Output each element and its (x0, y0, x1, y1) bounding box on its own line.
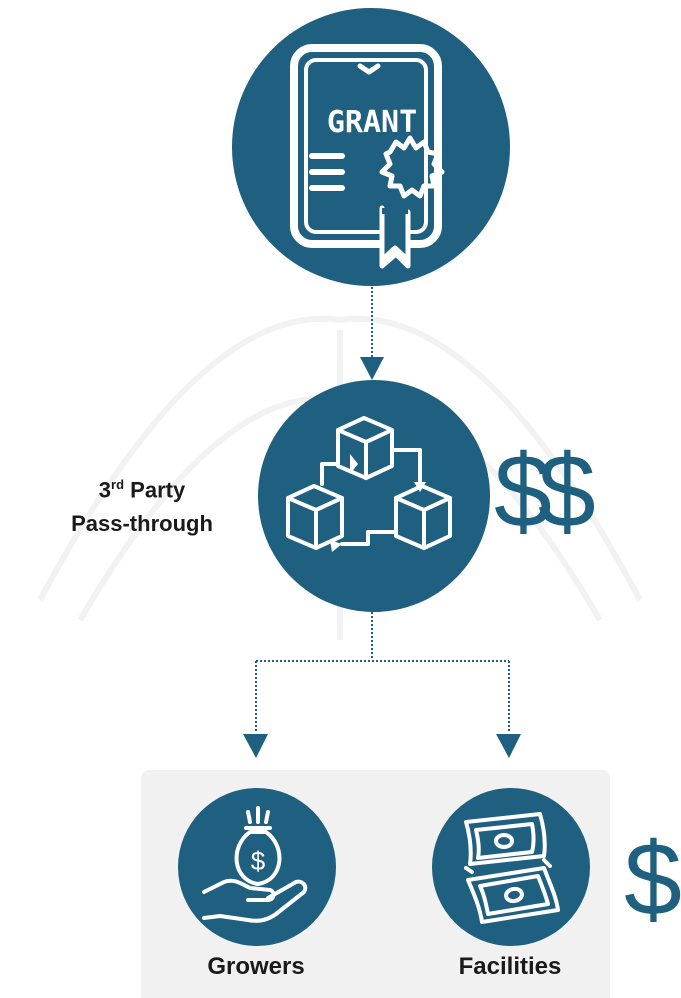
recipients-amount: $ (624, 822, 681, 938)
svg-text:$: $ (251, 846, 266, 876)
pass-through-label-line2: Pass-through (71, 511, 213, 537)
grant-circle (232, 8, 510, 286)
facilities-label: Facilities (458, 953, 562, 980)
pass-through-label: 3rd Party Pass-through (22, 468, 262, 541)
growers-label: Growers (207, 953, 305, 980)
arrowhead-to-passthrough (360, 357, 384, 380)
money-bag-hand-icon: $ (202, 806, 308, 923)
connected-boxes-icon (286, 416, 452, 552)
pass-through-amount: $$ (494, 434, 596, 550)
grant-certificate-icon: GRANT (290, 44, 445, 269)
pass-through-label-line1: 3rd Party (98, 477, 186, 503)
facilities-circle (432, 788, 590, 946)
arrowhead-to-facilities (496, 734, 521, 758)
banknotes-icon (464, 812, 560, 924)
grant-icon-text: GRANT (327, 105, 417, 140)
arrowhead-to-growers (243, 734, 268, 758)
